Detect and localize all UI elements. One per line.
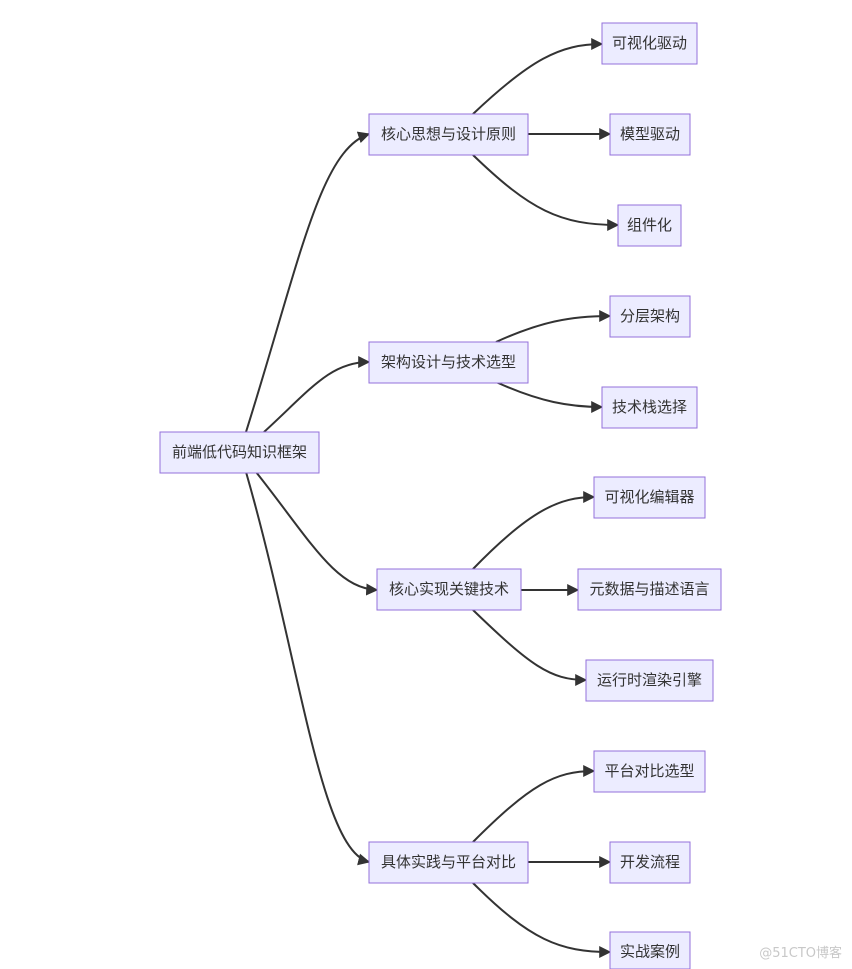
leaf-node: 技术栈选择: [601, 386, 698, 429]
root-node: 前端低代码知识框架: [159, 431, 320, 474]
leaf-node: 组件化: [617, 204, 682, 247]
leaf-node-label: 模型驱动: [620, 125, 680, 143]
leaf-node: 可视化编辑器: [593, 476, 706, 519]
branch-node-label: 核心思想与设计原则: [381, 125, 516, 143]
leaf-node-label: 开发流程: [620, 853, 680, 871]
leaf-node: 实战案例: [609, 931, 691, 969]
leaf-node-label: 平台对比选型: [604, 762, 694, 780]
edge-b2-c1: [495, 310, 612, 343]
leaf-node-label: 实战案例: [620, 943, 680, 961]
leaf-node-label: 元数据与描述语言: [589, 580, 709, 598]
root-node-label: 前端低代码知识框架: [172, 443, 307, 461]
watermark: @51CTO博客: [759, 946, 842, 961]
leaf-node: 元数据与描述语言: [577, 568, 722, 611]
branch-node-practice: 具体实践与平台对比: [368, 841, 529, 884]
leaf-node: 平台对比选型: [593, 750, 706, 793]
leaf-node: 分层架构: [609, 295, 691, 338]
leaf-node-label: 分层架构: [620, 307, 680, 325]
edge-b1-c3: [472, 154, 620, 231]
branch-node-label: 架构设计与技术选型: [381, 353, 516, 371]
leaf-node-label: 可视化驱动: [612, 34, 687, 52]
edge-root-b1: [245, 131, 371, 433]
edge-b1-c1: [472, 38, 604, 115]
branch-node-label: 具体实践与平台对比: [381, 853, 516, 871]
leaf-node: 开发流程: [609, 841, 691, 884]
leaf-node-label: 组件化: [627, 216, 672, 234]
leaf-node: 模型驱动: [609, 113, 691, 156]
branch-node-label: 核心实现关键技术: [389, 580, 509, 598]
edge-b3-c1: [472, 491, 596, 570]
leaf-node-label: 技术栈选择: [612, 398, 687, 416]
leaf-node: 运行时渲染引擎: [585, 659, 714, 702]
branch-node-architecture: 架构设计与技术选型: [368, 341, 529, 384]
branch-node-core-implementation: 核心实现关键技术: [376, 568, 522, 611]
edge-b3-c3: [472, 609, 588, 686]
edge-b2-c2: [495, 381, 604, 413]
leaf-node-label: 可视化编辑器: [604, 488, 694, 506]
edge-b4-c3: [472, 882, 612, 958]
branch-node-core-ideas: 核心思想与设计原则: [368, 113, 529, 156]
leaf-node-label: 运行时渲染引擎: [597, 671, 702, 689]
edge-root-b3: [255, 471, 379, 596]
leaf-node: 可视化驱动: [601, 22, 698, 65]
edge-root-b2: [263, 356, 371, 433]
edge-b4-c1: [472, 765, 596, 843]
edge-root-b4: [245, 471, 371, 866]
